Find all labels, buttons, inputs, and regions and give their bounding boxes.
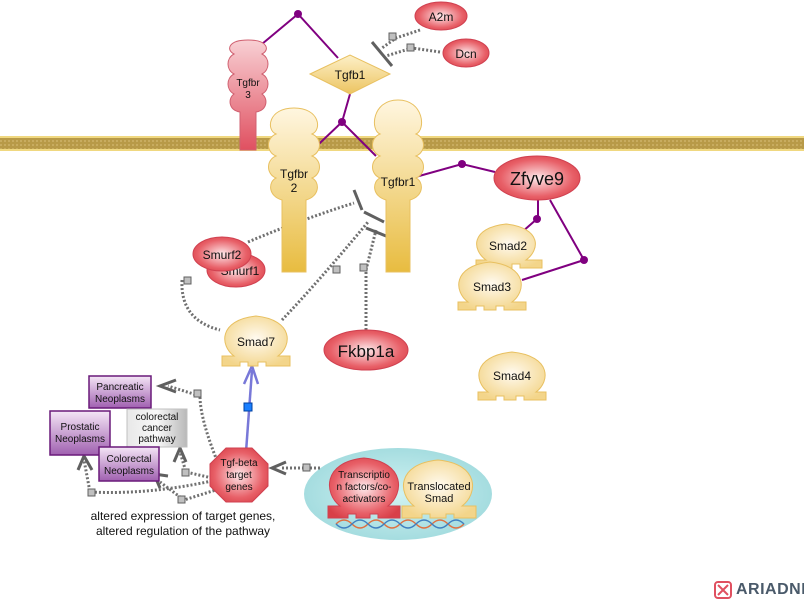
node-smad4[interactable]: Smad4 xyxy=(477,351,547,401)
node-tgfb1[interactable]: Tgfb1 xyxy=(308,54,392,95)
expression-link xyxy=(242,362,260,453)
link-tgfbr3-tgfb1 xyxy=(261,12,339,59)
node-label: Zfyve9 xyxy=(510,169,564,189)
dna-icon xyxy=(335,519,465,529)
node-colorectal-neoplasms[interactable]: Colorectal Neoplasms xyxy=(98,446,160,482)
node-label: Smad4 xyxy=(493,369,531,383)
node-colorectal-cancer-pathway[interactable]: colorectal cancer pathway xyxy=(126,408,188,448)
node-tgfbr1[interactable]: Tgfbr1 xyxy=(372,99,424,273)
node-label: pathway xyxy=(138,434,175,445)
node-transcription-factors[interactable]: Transcriptio n factors/co- activators xyxy=(327,457,401,519)
node-label: Smad2 xyxy=(489,239,527,253)
annotation: altered expression of target genes, alte… xyxy=(91,509,276,538)
node-label: Smurf2 xyxy=(203,248,242,262)
node-label: Prostatic xyxy=(61,422,100,433)
node-zfyve9[interactable]: Zfyve9 xyxy=(493,155,581,201)
node-label: 3 xyxy=(245,90,251,101)
node-smad3[interactable]: Smad3 xyxy=(457,261,527,311)
node-label: Neoplasms xyxy=(95,394,145,405)
modifier-squares xyxy=(87,32,415,504)
node-pancreatic-neoplasms[interactable]: Pancreatic Neoplasms xyxy=(88,375,152,409)
annotation-line: altered expression of target genes, xyxy=(91,509,276,523)
node-label: n factors/co- xyxy=(336,482,391,493)
node-label: Neoplasms xyxy=(55,434,105,445)
node-smad2[interactable]: Smad2 xyxy=(475,223,543,269)
node-label: Colorectal xyxy=(106,454,151,465)
logo-text: ARIADNE xyxy=(736,581,804,598)
node-label: Tgfbr xyxy=(280,167,308,181)
node-label: Smad xyxy=(425,493,454,505)
node-tgfbr2[interactable]: Tgfbr 2 xyxy=(268,107,320,273)
node-label: Pancreatic xyxy=(96,382,143,393)
node-label: target xyxy=(226,470,252,481)
node-label: Neoplasms xyxy=(104,466,154,477)
node-label: cancer xyxy=(142,423,173,434)
node-a2m[interactable]: A2m xyxy=(414,1,468,31)
node-label: Transcriptio xyxy=(338,470,390,481)
node-label: colorectal xyxy=(136,412,179,423)
node-label: Tgfbr xyxy=(236,78,260,89)
ariadne-logo: ARIADNE xyxy=(714,581,804,599)
node-label: Tgf-beta xyxy=(220,458,258,469)
node-label: Translocated xyxy=(407,481,470,493)
node-smurf2[interactable]: Smurf2 xyxy=(192,236,252,272)
node-tgfbr3[interactable]: Tgfbr 3 xyxy=(227,39,269,151)
node-label: Tgfbr1 xyxy=(381,175,416,189)
node-label: Dcn xyxy=(455,47,476,61)
node-label: A2m xyxy=(429,10,454,24)
node-label: 2 xyxy=(291,181,298,195)
node-label: Tgfb1 xyxy=(335,68,366,82)
link-zfyve9-smad2 xyxy=(521,198,539,233)
node-label: Smad7 xyxy=(237,335,275,349)
node-dcn[interactable]: Dcn xyxy=(442,38,490,68)
annotation-line: altered regulation of the pathway xyxy=(96,524,270,538)
node-label: activators xyxy=(343,494,386,505)
inhibition-bars xyxy=(352,41,394,238)
node-fkbp1a[interactable]: Fkbp1a xyxy=(323,329,409,371)
link-tgfbr1-zfyve9 xyxy=(411,162,496,179)
node-label: Smad3 xyxy=(473,280,511,294)
ariadne-logo-icon xyxy=(714,581,732,599)
node-smad7[interactable]: Smad7 xyxy=(221,315,291,367)
node-label: Fkbp1a xyxy=(338,342,395,361)
node-tgf-beta-target-genes[interactable]: Tgf-beta target genes xyxy=(209,447,269,503)
node-label: genes xyxy=(225,482,252,493)
node-translocated-smad[interactable]: Translocated Smad xyxy=(401,459,477,519)
binding-dots xyxy=(294,10,588,264)
